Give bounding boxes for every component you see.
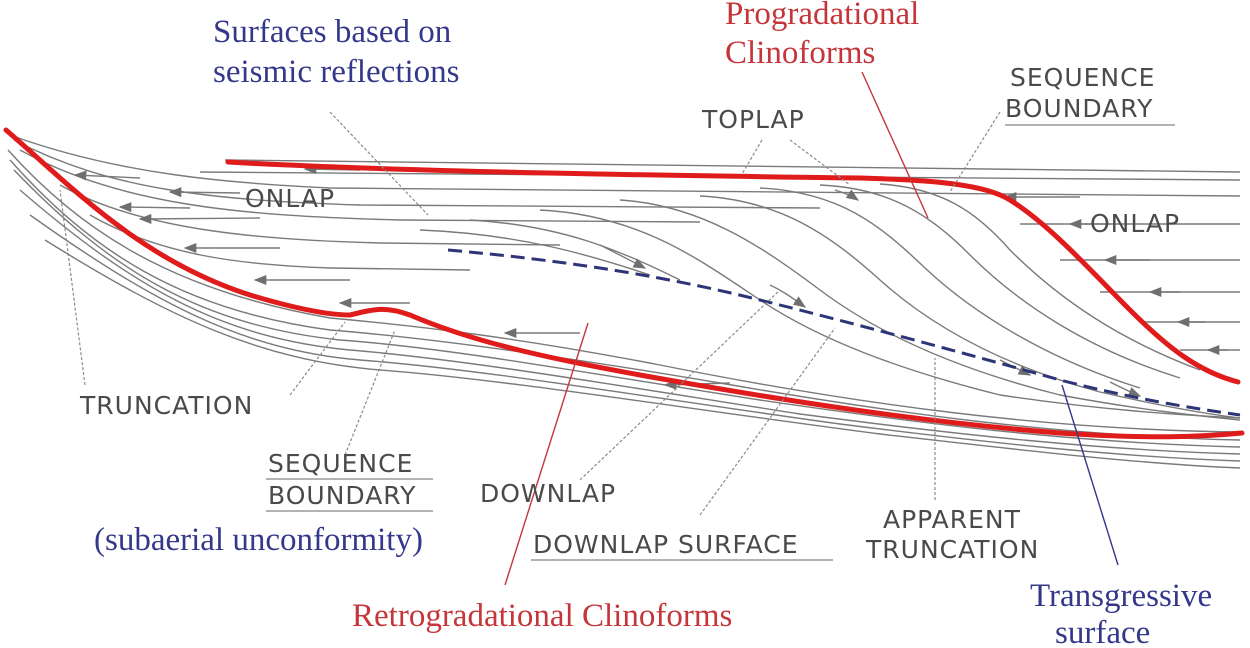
progradational-annotation-line1: Progradational — [725, 0, 919, 32]
strata-reflections — [7, 134, 1241, 469]
sequence-boundary-right-line2: BOUNDARY — [1005, 94, 1153, 123]
upper-sequence-boundary-surface — [225, 159, 1241, 385]
sequence-boundary-right-line1: SEQUENCE — [1010, 63, 1155, 92]
apparent-truncation-line2: TRUNCATION — [865, 535, 1039, 564]
truncation-label: TRUNCATION — [79, 391, 253, 420]
lower-sequence-boundary-surface — [3, 127, 1245, 440]
leader-lines — [59, 71, 1119, 586]
onlap-right-label: ONLAP — [1090, 209, 1180, 238]
transgressive-annotation-line2: surface — [1055, 615, 1150, 648]
seismic-surfaces-annotation-line1: Surfaces based on — [213, 14, 451, 50]
sequence-boundary-left-line2: BOUNDARY — [268, 481, 416, 510]
downlap-label: DOWNLAP — [480, 479, 616, 508]
annotations: Surfaces based on seismic reflections Pr… — [94, 0, 1212, 648]
technical-labels: TOPLAP ONLAP ONLAP SEQUENCE BOUNDARY TRU… — [79, 63, 1180, 564]
onlap-left-label: ONLAP — [245, 184, 335, 213]
subaerial-unconformity-annotation: (subaerial unconformity) — [94, 522, 423, 558]
toplap-label: TOPLAP — [701, 105, 805, 134]
retrogradational-annotation: Retrogradational Clinoforms — [352, 598, 732, 634]
transgressive-surface-line — [447, 248, 1241, 417]
seismic-surfaces-annotation-line2: seismic reflections — [213, 54, 460, 90]
downlap-surface-label: DOWNLAP SURFACE — [533, 530, 799, 559]
transgressive-annotation-line1: Transgressive — [1030, 578, 1212, 614]
apparent-truncation-line1: APPARENT — [883, 505, 1021, 534]
sequence-boundary-left-line1: SEQUENCE — [268, 449, 413, 478]
progradational-annotation-line2: Clinoforms — [725, 35, 875, 71]
